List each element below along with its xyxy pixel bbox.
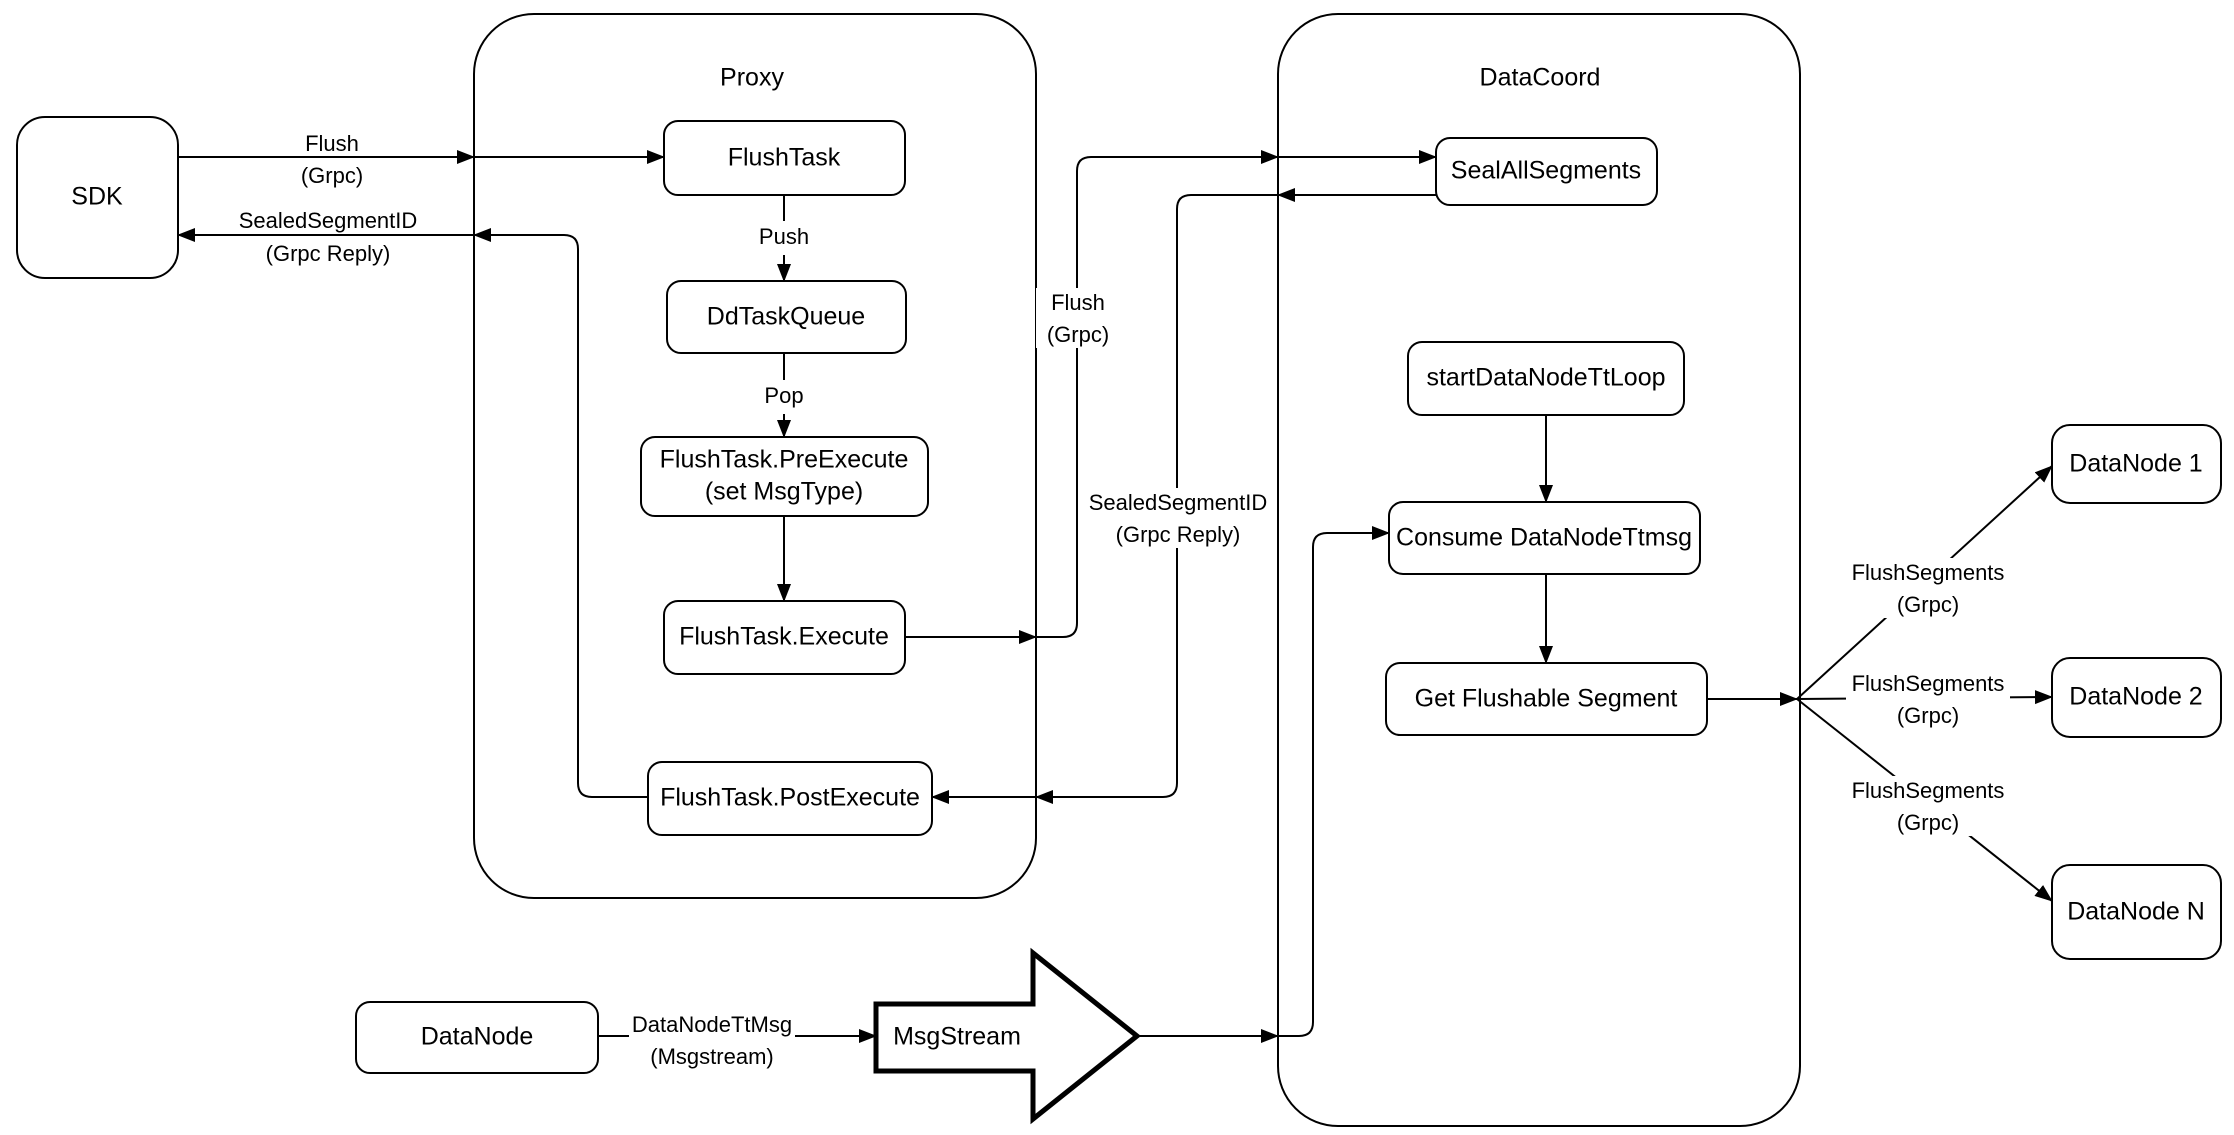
edge-flush-to-datacoord-edge xyxy=(1036,150,1279,638)
svg-text:DataNodeTtMsg: DataNodeTtMsg xyxy=(632,1012,792,1037)
svg-text:(Msgstream): (Msgstream) xyxy=(650,1044,773,1069)
datacoord-container-title: DataCoord xyxy=(1480,64,1601,92)
datacoord-container xyxy=(1277,13,1801,1127)
svg-text:(Grpc): (Grpc) xyxy=(1897,592,1959,617)
proxy-container-title: Proxy xyxy=(720,64,784,92)
svg-text:SealedSegmentID: SealedSegmentID xyxy=(1089,490,1268,515)
datanode-1-node-label: DataNode 1 xyxy=(2069,450,2202,478)
svg-text:SealedSegmentID: SealedSegmentID xyxy=(239,208,418,233)
msgstream-label: MsgStream xyxy=(893,1023,1021,1051)
svg-text:(Grpc): (Grpc) xyxy=(1897,810,1959,835)
flush-task-node xyxy=(663,120,906,196)
datanode-2-node-label: DataNode 2 xyxy=(2069,683,2202,711)
datanode-2-node xyxy=(2051,657,2222,738)
datanode-1-node xyxy=(2051,424,2222,504)
edge-msgstream-to-consume xyxy=(1278,526,1390,1037)
edge-label-flush-segments-1: FlushSegments (Grpc) xyxy=(1846,558,2010,618)
flush-task-execute-node-label: FlushTask.Execute xyxy=(679,623,889,651)
consume-datanode-ttmsg-node xyxy=(1388,501,1701,575)
svg-text:FlushSegments: FlushSegments xyxy=(1852,560,2005,585)
sdk-node-label: SDK xyxy=(71,183,123,211)
flush-task-node-label: FlushTask xyxy=(728,144,841,172)
edge-label-flush-grpc-mid-bg xyxy=(1036,288,1120,348)
svg-text:(Grpc): (Grpc) xyxy=(301,163,363,188)
flush-task-post-execute-node-label: FlushTask.PostExecute xyxy=(660,784,920,812)
svg-text:(Grpc Reply): (Grpc Reply) xyxy=(1116,522,1241,547)
seal-all-segments-node xyxy=(1435,137,1658,206)
svg-text:Flush: Flush xyxy=(305,131,359,156)
edge-label-sealed-id-mid: SealedSegmentID (Grpc Reply) xyxy=(1082,488,1274,548)
start-datanode-tt-loop-node xyxy=(1407,341,1685,416)
edge-label-flush-segments-3: FlushSegments (Grpc) xyxy=(1846,776,2010,836)
svg-text:(Grpc Reply): (Grpc Reply) xyxy=(266,241,391,266)
edge-label-datanode-tt-msg: DataNodeTtMsg (Msgstream) xyxy=(629,1010,795,1070)
flush-task-pre-execute-node-label-line1: FlushTask.PreExecute xyxy=(660,446,909,474)
flush-task-pre-execute-node xyxy=(640,436,929,517)
edge-label-flush-grpc-sdk: Flush (Grpc) xyxy=(301,131,363,188)
svg-text:Pop: Pop xyxy=(764,383,803,408)
get-flushable-segment-node-label: Get Flushable Segment xyxy=(1415,685,1678,713)
edge-label-pop: Pop xyxy=(756,380,812,414)
dd-task-queue-node xyxy=(666,280,907,354)
svg-text:Push: Push xyxy=(759,224,809,249)
edge-label-flush-segments-3-bg xyxy=(1846,776,2010,836)
flush-task-pre-execute-node-label-line2: (set MsgType) xyxy=(705,478,863,506)
edge-label-flush-segments-1-bg xyxy=(1846,558,2010,618)
flush-task-execute-node xyxy=(663,600,906,675)
edge-label-sealed-id-mid-bg xyxy=(1082,488,1274,548)
edge-label-flush-grpc-mid: Flush (Grpc) xyxy=(1036,288,1120,348)
flush-task-post-execute-node xyxy=(647,761,933,836)
edge-post-execute-to-proxy-edge xyxy=(473,228,648,798)
svg-text:Flush: Flush xyxy=(1051,290,1105,315)
edge-label-flush-segments-2: FlushSegments (Grpc) xyxy=(1846,669,2010,729)
svg-text:(Grpc): (Grpc) xyxy=(1897,703,1959,728)
edge-label-push: Push xyxy=(752,221,816,255)
svg-text:FlushSegments: FlushSegments xyxy=(1852,778,2005,803)
dd-task-queue-node-label: DdTaskQueue xyxy=(707,303,865,331)
consume-datanode-ttmsg-node-label: Consume DataNodeTtmsg xyxy=(1396,524,1692,552)
edge-label-datanode-tt-msg-bg xyxy=(629,1010,795,1070)
edge-label-flush-segments-2-bg xyxy=(1846,669,2010,729)
proxy-container xyxy=(473,13,1037,899)
svg-text:FlushSegments: FlushSegments xyxy=(1852,671,2005,696)
datanode-bottom-node xyxy=(355,1001,599,1074)
edge-labels-layer: Flush (Grpc) SealedSegmentID (Grpc Reply… xyxy=(239,131,2010,1070)
datanode-bottom-node-label: DataNode xyxy=(421,1023,534,1051)
seal-all-segments-node-label: SealAllSegments xyxy=(1451,157,1641,185)
datanode-n-node-label: DataNode N xyxy=(2067,898,2205,926)
containers-layer: Proxy DataCoord xyxy=(473,13,1801,1127)
msgstream-block-arrow xyxy=(873,947,1142,1125)
edge-label-push-bg xyxy=(752,221,816,255)
get-flushable-segment-node xyxy=(1385,662,1708,736)
datanode-n-node xyxy=(2051,864,2222,960)
nodes-layer: SDK FlushTask DdTaskQueue FlushTask.PreE… xyxy=(16,116,2222,1125)
svg-text:(Grpc): (Grpc) xyxy=(1047,322,1109,347)
start-datanode-tt-loop-node-label: startDataNodeTtLoop xyxy=(1426,364,1665,392)
edge-label-pop-bg xyxy=(756,380,812,414)
sdk-node xyxy=(16,116,179,279)
edge-label-sealed-id-sdk: SealedSegmentID (Grpc Reply) xyxy=(239,208,418,266)
